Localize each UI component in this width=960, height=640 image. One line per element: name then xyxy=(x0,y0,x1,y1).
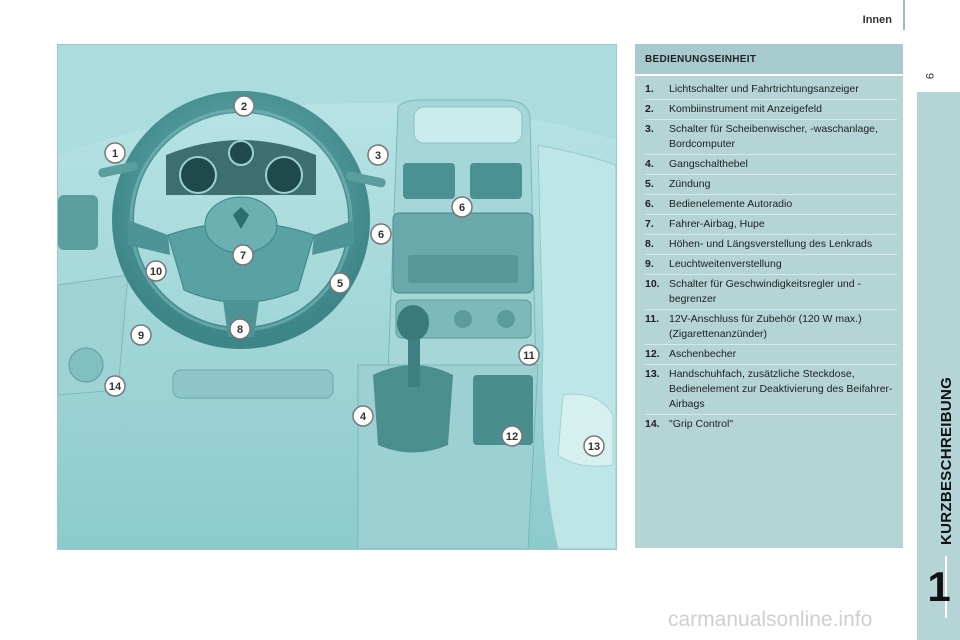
svg-text:8: 8 xyxy=(237,324,243,336)
chapter-tab xyxy=(917,92,960,640)
svg-text:11: 11 xyxy=(523,350,535,362)
callout-4: 4 xyxy=(352,405,374,427)
svg-text:4: 4 xyxy=(360,411,367,423)
wiper-stalk xyxy=(346,171,386,188)
callout-6b: 6 xyxy=(370,223,392,245)
callout-2: 2 xyxy=(233,95,255,117)
legend-item: 2.Kombiinstrument mit Anzeigefeld xyxy=(645,102,897,120)
svg-text:6: 6 xyxy=(378,229,384,241)
callout-3: 3 xyxy=(367,144,389,166)
callout-5: 5 xyxy=(329,272,351,294)
svg-text:3: 3 xyxy=(375,150,381,162)
left-vent xyxy=(58,195,98,250)
legend-item: 8.Höhen- und Längsverstellung des Lenkra… xyxy=(645,237,897,255)
gear-boot xyxy=(373,365,453,453)
svg-text:5: 5 xyxy=(337,278,343,290)
legend-item: 7.Fahrer-Airbag, Hupe xyxy=(645,217,897,235)
svg-text:7: 7 xyxy=(240,250,246,262)
callout-13: 13 xyxy=(583,435,605,457)
callout-1: 1 xyxy=(104,142,126,164)
callout-14: 14 xyxy=(104,375,126,397)
svg-text:1: 1 xyxy=(112,148,118,160)
svg-text:10: 10 xyxy=(150,266,162,278)
callout-6a: 6 xyxy=(451,196,473,218)
grip-control-knob xyxy=(68,347,104,383)
chapter-title: KURZBESCHREIBUNG xyxy=(938,376,955,545)
header-rule xyxy=(903,0,905,30)
legend-list: 1.Lichtschalter und Fahrtrichtungsanzeig… xyxy=(635,76,903,434)
dashboard-illustration: 1 2 3 4 5 6 6 7 8 9 10 11 12 13 14 xyxy=(57,44,617,550)
legend-item: 1.Lichtschalter und Fahrtrichtungsanzeig… xyxy=(645,82,897,100)
svg-text:14: 14 xyxy=(109,381,122,393)
watermark-text: carmanualsonline.info xyxy=(668,608,873,631)
callout-12: 12 xyxy=(501,425,523,447)
callout-8: 8 xyxy=(229,318,251,340)
legend-item: 14."Grip Control" xyxy=(645,418,734,430)
light-stalk xyxy=(98,161,138,178)
callouts: 1 2 3 4 5 6 6 7 8 9 10 11 12 13 14 xyxy=(104,95,605,457)
dashboard-drawing: 1 2 3 4 5 6 6 7 8 9 10 11 12 13 14 xyxy=(58,45,616,549)
legend-item: 3.Schalter für Scheibenwischer, -waschan… xyxy=(645,122,897,155)
svg-text:6: 6 xyxy=(459,202,465,214)
legend-item: 4.Gangschalthebel xyxy=(645,157,897,175)
legend-item: 10.Schalter für Geschwindigkeitsregler u… xyxy=(645,277,897,310)
gear-knob xyxy=(397,305,429,341)
legend-title: BEDIENUNGSEINHEIT xyxy=(635,44,903,74)
legend-item: 11.12V-Anschluss für Zubehör (120 W max.… xyxy=(645,312,897,345)
vent-center-left xyxy=(403,163,455,199)
page-number: 9 xyxy=(923,72,936,80)
callout-11: 11 xyxy=(518,344,540,366)
svg-text:2: 2 xyxy=(241,101,247,113)
chapter-rule xyxy=(945,556,947,618)
legend-item: 13.Handschuhfach, zusätzliche Steckdose,… xyxy=(645,367,897,415)
legend-item: 12.Aschenbecher xyxy=(645,347,897,365)
legend-item: 5.Zündung xyxy=(645,177,897,195)
chapter-number: 1 xyxy=(927,563,951,610)
callout-10: 10 xyxy=(145,260,167,282)
svg-text:13: 13 xyxy=(588,441,600,453)
callout-9: 9 xyxy=(130,324,152,346)
svg-text:12: 12 xyxy=(506,431,518,443)
callout-7: 7 xyxy=(232,244,254,266)
legend-divider xyxy=(635,74,903,76)
legend-item: 9.Leuchtweitenverstellung xyxy=(645,257,897,275)
section-label: Innen xyxy=(862,14,892,26)
legend-item: 6.Bedienelemente Autoradio xyxy=(645,197,897,215)
vent-center-right xyxy=(470,163,522,199)
svg-text:9: 9 xyxy=(138,330,144,342)
legend-panel: BEDIENUNGSEINHEIT 1.Lichtschalter und Fa… xyxy=(635,44,903,548)
